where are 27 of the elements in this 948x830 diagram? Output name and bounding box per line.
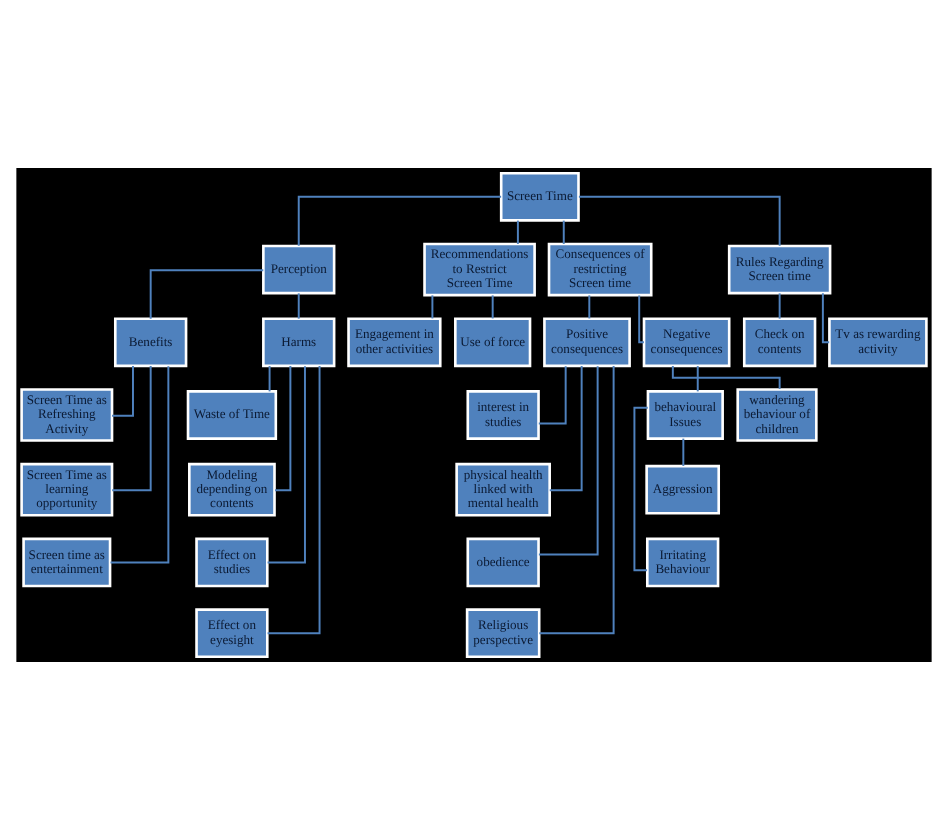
connector — [638, 294, 645, 344]
connector — [537, 365, 599, 556]
connector — [633, 406, 649, 572]
connector — [682, 437, 685, 467]
connector — [111, 365, 152, 492]
connector — [537, 365, 567, 425]
connector — [274, 365, 292, 492]
connector — [268, 365, 271, 393]
connector — [548, 365, 583, 492]
connector — [821, 292, 831, 344]
connector — [562, 219, 565, 245]
connector — [297, 292, 300, 320]
connector — [671, 365, 781, 391]
connector — [109, 365, 170, 564]
connector — [577, 195, 781, 247]
connector — [266, 365, 306, 564]
connector — [266, 365, 321, 635]
connector — [516, 219, 519, 245]
connector — [431, 294, 434, 320]
connector — [111, 364, 134, 417]
connector — [149, 269, 265, 320]
connector — [538, 365, 615, 635]
connector — [778, 292, 781, 320]
connector — [588, 294, 591, 320]
connector — [297, 195, 503, 247]
connector — [491, 294, 494, 320]
connector — [696, 365, 699, 393]
